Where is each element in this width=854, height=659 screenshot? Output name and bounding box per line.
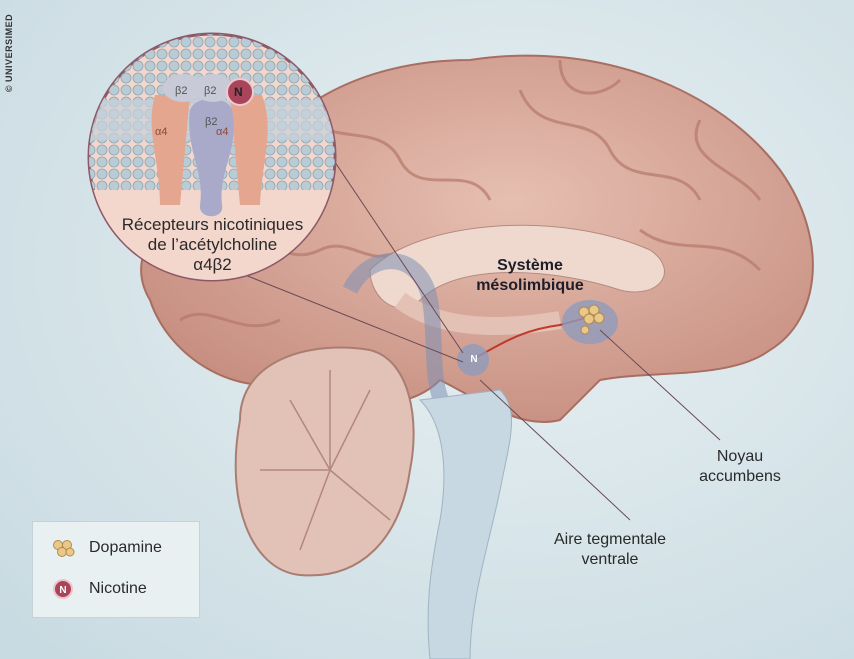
vta-nicotine-symbol: N <box>470 354 478 365</box>
receptor-inset <box>87 32 337 282</box>
caption-line-1: Récepteurs nicotiniques <box>121 215 304 234</box>
mesolimbic-system-label: Système mésolimbique <box>470 256 590 296</box>
system-line-1: Système <box>497 257 563 274</box>
copyright-credit: © UNIVERSIMED <box>4 13 15 93</box>
legend-label-dopamine: Dopamine <box>89 539 162 556</box>
legend-item-nicotine: N Nicotine <box>51 578 147 600</box>
nucleus-line-2: accumbens <box>699 468 781 485</box>
caption-line-3: α4β2 <box>193 255 232 274</box>
dopamine-cluster <box>578 304 605 335</box>
svg-text:N: N <box>59 585 66 596</box>
inset-nicotine-symbol: N <box>234 85 243 99</box>
subunit-beta2-center: β2 <box>205 116 218 128</box>
nucleus-accumbens-label: Noyau accumbens <box>690 447 790 487</box>
legend: Dopamine N Nicotine <box>32 521 200 618</box>
vta-line-1: Aire tegmentale <box>553 531 667 548</box>
nucleus-line-1: Noyau <box>716 448 764 465</box>
system-line-2: mésolimbique <box>476 277 584 294</box>
subunit-alpha4-left: α4 <box>155 126 168 138</box>
caption-line-2: de l’acétylcholine <box>147 235 278 254</box>
vta-line-2: ventrale <box>581 551 639 568</box>
subunit-beta2-right: β2 <box>204 85 217 97</box>
vta <box>457 344 489 376</box>
subunit-beta2-left: β2 <box>175 85 188 97</box>
receptor-caption: Récepteurs nicotiniques de l’acétylcholi… <box>100 215 325 275</box>
subunit-alpha4-right: α4 <box>216 126 229 138</box>
legend-item-dopamine: Dopamine <box>51 538 162 558</box>
nicotine-n-icon: N <box>53 579 73 599</box>
dopamine-cluster-icon <box>53 540 75 557</box>
vta-label: Aire tegmentale ventrale <box>530 530 690 570</box>
legend-label-nicotine: Nicotine <box>89 580 147 597</box>
